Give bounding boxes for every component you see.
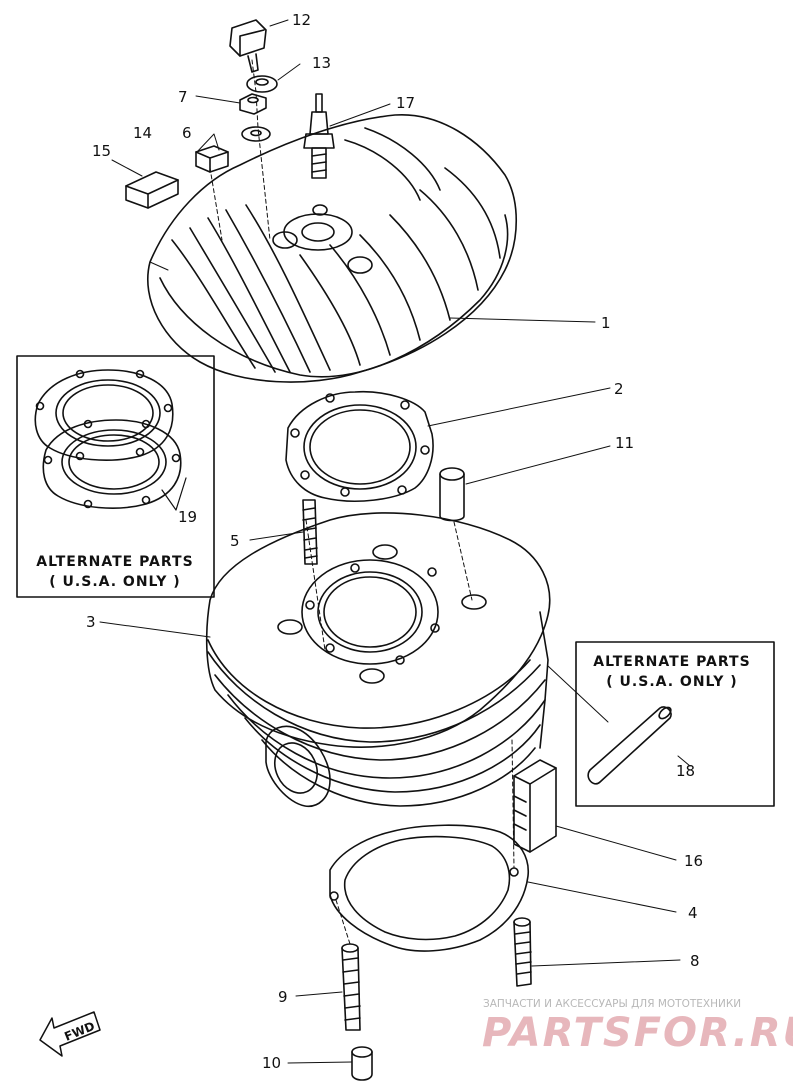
callout-16: 16 [684, 852, 703, 870]
callout-12: 12 [292, 11, 311, 29]
nut-7 [239, 93, 267, 115]
leader-lines [99, 19, 691, 1064]
callout-18: 18 [676, 762, 695, 780]
callout-17: 17 [396, 94, 415, 112]
alt-box-left-line2: ( U.S.A. ONLY ) [49, 574, 180, 590]
spark-plug-17 [303, 93, 335, 179]
washer-6 [241, 126, 271, 142]
fwd-arrow-icon [39, 1011, 101, 1057]
alternate-pin-18 [587, 706, 672, 785]
callout-2: 2 [614, 380, 624, 398]
callout-14: 14 [133, 124, 152, 142]
callout-9: 9 [278, 988, 288, 1006]
alternate-parts-box-left [16, 355, 215, 598]
washer-13 [246, 75, 278, 93]
callout-4: 4 [688, 904, 698, 922]
plug-14 [195, 145, 229, 173]
stud-5 [302, 499, 318, 565]
callout-labels: 12 13 7 17 14 6 15 1 2 11 19 5 3 18 16 4… [86, 11, 703, 1072]
cylinder [205, 512, 551, 807]
alternate-parts-box-right [575, 641, 775, 807]
plug-15 [125, 171, 179, 209]
alt-box-right-line1: ALTERNATE PARTS [593, 654, 750, 670]
alternate-gasket-19b [42, 419, 182, 509]
head-gasket [285, 390, 434, 502]
stud-9 [341, 943, 361, 1031]
callout-7: 7 [178, 88, 188, 106]
watermark-brand: PARTSFOR.RU [482, 1010, 793, 1056]
callout-3: 3 [86, 613, 96, 631]
stud-8 [513, 917, 532, 987]
callout-19: 19 [178, 508, 197, 526]
callout-1: 1 [601, 314, 611, 332]
callout-8: 8 [690, 952, 700, 970]
cylinder-head [147, 114, 517, 383]
callout-6: 6 [182, 124, 192, 142]
alt-box-left-line1: ALTERNATE PARTS [36, 554, 193, 570]
watermark-caption: ЗАПЧАСТИ И АКСЕССУАРЫ ДЛЯ МОТОТЕХНИКИ [483, 998, 741, 1010]
plug-16 [513, 759, 557, 853]
dowel-pin-11 [439, 467, 465, 522]
alternate-gasket-19a [34, 369, 174, 461]
nut-10 [351, 1046, 373, 1081]
bolt-12 [229, 19, 267, 73]
callout-13: 13 [312, 54, 331, 72]
callout-10: 10 [262, 1054, 281, 1072]
alt-box-right-line2: ( U.S.A. ONLY ) [606, 674, 737, 690]
callout-5: 5 [230, 532, 240, 550]
base-gasket [329, 824, 529, 952]
callout-15: 15 [92, 142, 111, 160]
callout-11: 11 [615, 434, 634, 452]
